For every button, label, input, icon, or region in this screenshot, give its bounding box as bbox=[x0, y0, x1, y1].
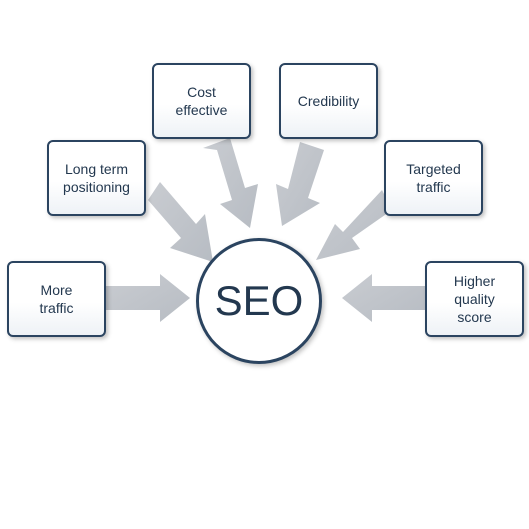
arrow-credibility bbox=[276, 142, 324, 226]
node-credibility: Credibility bbox=[279, 63, 378, 139]
node-label: Higher quality score bbox=[453, 273, 496, 325]
node-cost-effective: Cost effective bbox=[152, 63, 251, 139]
arrow-higher-quality-score bbox=[342, 274, 425, 322]
center-circle-seo: SEO bbox=[196, 238, 322, 364]
node-more-traffic: More traffic bbox=[7, 261, 106, 337]
arrow-targeted-traffic bbox=[316, 190, 392, 260]
node-higher-quality-score: Higher quality score bbox=[425, 261, 524, 337]
arrow-long-term-positioning bbox=[148, 182, 213, 262]
node-label: Targeted traffic bbox=[406, 161, 461, 195]
node-label: Cost effective bbox=[175, 84, 228, 118]
arrow-cost-effective bbox=[203, 138, 258, 228]
node-label: More traffic bbox=[39, 282, 74, 316]
node-targeted-traffic: Targeted traffic bbox=[384, 140, 483, 216]
node-label: Long term positioning bbox=[63, 161, 130, 195]
node-label: Credibility bbox=[297, 93, 360, 109]
node-long-term-positioning: Long term positioning bbox=[47, 140, 146, 216]
arrow-more-traffic bbox=[106, 274, 190, 322]
center-label: SEO bbox=[214, 277, 304, 324]
